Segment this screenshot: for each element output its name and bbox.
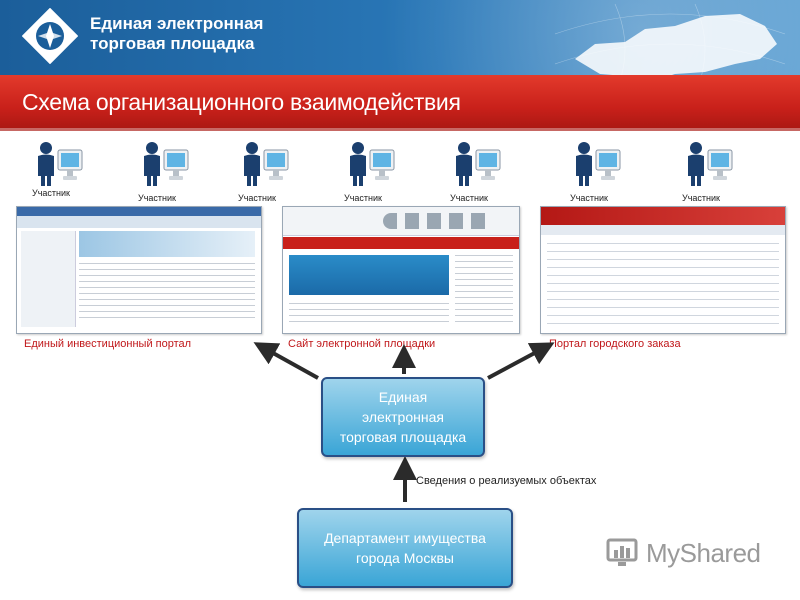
center-box-line-1: Единая — [378, 389, 428, 405]
portal-caption-city-order: Портал городского заказа — [549, 338, 681, 350]
brand-line-1: Единая электронная — [90, 14, 264, 33]
portal-form-rows — [547, 243, 779, 327]
participant-label: Участник — [344, 193, 382, 203]
watermark: MyShared — [606, 536, 766, 570]
user-computer-icon — [576, 142, 621, 186]
participant-label: Участник — [682, 193, 720, 203]
participant-label: Участник — [238, 193, 276, 203]
user-computer-icon — [350, 142, 395, 186]
user-computer-icon — [688, 142, 733, 186]
portal-banner — [79, 231, 255, 257]
title-bar-divider — [0, 128, 800, 131]
arrow-to-investment — [253, 342, 319, 380]
bottom-box-department: Департамент имущества города Москвы — [297, 508, 513, 588]
brand-line-2: торговая площадка — [90, 34, 255, 53]
russia-map-icon — [555, 4, 785, 75]
participant-label: Участник — [570, 193, 608, 203]
center-box-line-2: электронная — [362, 409, 444, 425]
participant-label: Участник — [138, 193, 176, 203]
user-computer-icon — [244, 142, 289, 186]
user-computer-icon — [38, 142, 83, 186]
participant-label: Участник — [32, 188, 70, 198]
etp-logo-icon — [22, 8, 78, 64]
portal-sidebar — [21, 231, 76, 327]
portal-screenshot-city-order — [540, 206, 786, 334]
portal-topbar — [17, 207, 261, 216]
center-box-line-3: торговая площадка — [339, 429, 467, 445]
bottom-box-line-2: города Москвы — [356, 550, 454, 566]
portal-screenshot-etp — [282, 206, 520, 334]
arrow-note: Сведения о реализуемых объектах — [416, 475, 597, 487]
arrow-to-city-order — [487, 342, 555, 380]
title-bar: Схема организационного взаимодействия — [0, 75, 800, 131]
bottom-box-line-1: Департамент имущества — [324, 530, 486, 546]
portal-side-links — [455, 255, 513, 325]
watermark-logo-icon — [606, 538, 638, 566]
participant-label: Участник — [450, 193, 488, 203]
center-box-etp: Единая электронная торговая площадка — [321, 377, 485, 457]
portal-nav — [17, 216, 261, 228]
brand-name: Единая электронная торговая площадка — [90, 14, 263, 54]
user-computer-icon — [456, 142, 501, 186]
portal-caption-investment: Единый инвестиционный портал — [24, 338, 192, 350]
portal-banner — [289, 255, 449, 295]
page-title: Схема организационного взаимодействия — [22, 89, 461, 115]
portal-nav — [541, 225, 785, 235]
portal-redbar — [283, 237, 519, 249]
portal-text-lines — [289, 303, 449, 325]
portal-clocks — [383, 213, 493, 229]
watermark-text: MyShared — [646, 538, 761, 568]
portal-screenshot-investment — [16, 206, 262, 334]
user-computer-icon — [144, 142, 189, 186]
portal-text-lines — [79, 263, 255, 323]
header: Единая электронная торговая площадка — [0, 0, 800, 75]
portal-topbar — [541, 207, 785, 225]
